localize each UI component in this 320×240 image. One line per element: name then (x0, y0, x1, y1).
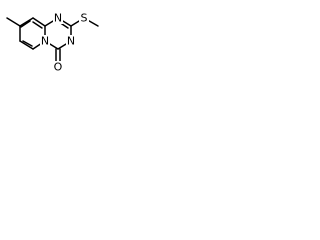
bond-c1-c2 (19, 17, 34, 27)
atom-n-lower: N (67, 35, 75, 48)
bond-c5-c1-double (32, 21, 43, 29)
atom-n-bridge: N (41, 35, 49, 48)
bond-methyl (6, 17, 21, 27)
molecule-structure: N N N O S (6, 12, 99, 74)
bond-c5-c1 (32, 17, 46, 27)
atom-n-ring: N (54, 12, 62, 25)
atom-oxygen: O (54, 61, 63, 74)
atom-sulfur: S (81, 12, 88, 25)
bond-c1-c2-double (20, 20, 31, 28)
bond-c3-c4 (19, 40, 34, 50)
bond-c3-c4-double (22, 40, 33, 47)
